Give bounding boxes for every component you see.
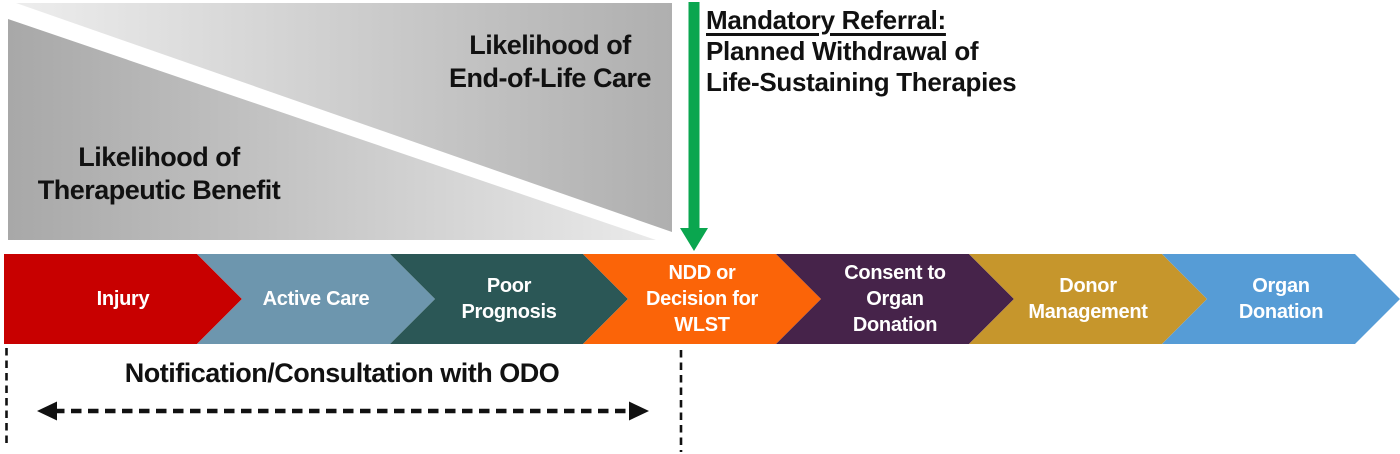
mandatory-referral-line3: Life-Sustaining Therapies xyxy=(706,67,1017,97)
mandatory-referral-arrow-icon xyxy=(680,2,708,251)
stage-ndd-or-decision-for-wlst: NDD or Decision for WLST xyxy=(583,254,821,344)
odo-span-left-arrowhead-icon xyxy=(37,401,57,421)
odo-annotation-lines xyxy=(5,348,683,452)
mandatory-referral-text: Mandatory Referral: Planned Withdrawal o… xyxy=(706,5,1017,98)
end-of-life-care-label: Likelihood of End-of-Life Care xyxy=(448,30,652,93)
stage-label-active-care: Active Care xyxy=(262,288,370,310)
stage-poor-prognosis: Poor Prognosis xyxy=(390,254,628,344)
stage-label-organ-donation: Organ Donation xyxy=(1238,275,1324,323)
odo-span-right-arrowhead-icon xyxy=(629,401,649,421)
mandatory-referral-line2: Planned Withdrawal of xyxy=(706,36,979,66)
mandatory-referral-heading: Mandatory Referral: xyxy=(706,5,946,35)
therapeutic-benefit-triangle xyxy=(8,19,656,240)
process-timeline: Injury Active Care Poor Prognosis NDD or De… xyxy=(0,254,1400,344)
end-of-life-triangle xyxy=(16,3,672,232)
therapeutic-benefit-label: Likelihood of Therapeutic Benefit xyxy=(37,142,281,205)
likelihood-triangles xyxy=(8,3,672,240)
stage-injury: Injury xyxy=(4,254,242,344)
odo-annotation-label: Notification/Consultation with ODO xyxy=(124,358,560,388)
arrow-shaft xyxy=(688,2,700,230)
stage-label-ndd-or-decision-for-wlst: NDD or Decision for WLST xyxy=(646,262,758,336)
stage-label-injury: Injury xyxy=(96,288,150,310)
arrow-head xyxy=(680,228,708,251)
stage-label-donor-management: Donor Management xyxy=(1028,275,1148,323)
stage-label-poor-prognosis: Poor Prognosis xyxy=(461,275,557,323)
stage-label-consent-to-organ-donation: Consent to Organ Donation xyxy=(844,262,946,336)
